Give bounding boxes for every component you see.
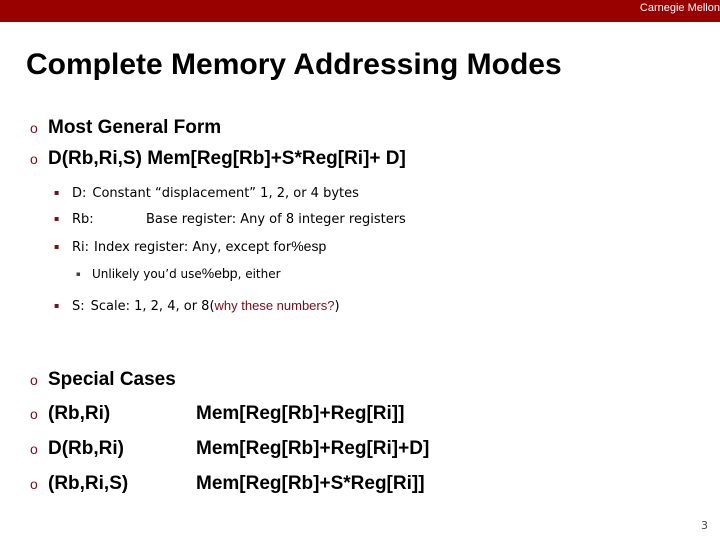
bullet-small-square-icon: ▪ [76,270,81,278]
open-paren: ( [209,299,215,314]
special-case-syntax: (Rb,Ri) [48,403,111,424]
register-esp: %esp [291,238,327,254]
detail-key-d: D: [72,186,87,201]
special-case-row: o (Rb,Ri,S) Mem[Reg[Rb]+S*Reg[Ri]] [30,472,425,496]
detail-scale: ▪ S: Scale: 1, 2, 4, or 8 ( why these nu… [54,296,340,318]
detail-key-s: S: [72,299,85,314]
bullet-general-form-syntax: o D(Rb,Ri,S) Mem[Reg[Rb]+S*Reg[Ri]+ D] [30,147,406,171]
special-cases-heading: Special Cases [48,369,176,390]
special-case-meaning: Mem[Reg[Rb]+Reg[Ri]+D] [196,438,430,459]
detail-text-s: Scale: 1, 2, 4, or 8 [90,299,210,314]
special-case-meaning: Mem[Reg[Rb]+Reg[Ri]] [196,403,405,424]
bullet-square-icon: ▪ [54,301,60,310]
bullet-circle-icon: o [30,476,38,492]
special-case-syntax: D(Rb,Ri) [48,438,124,459]
detail-nested-ebp-note: ▪ Unlikely you’d use %ebp , either [76,264,281,286]
organization-label: Carnegie Mellon [639,2,720,14]
bullet-circle-icon: o [30,441,38,457]
nested-note-suffix: , either [237,267,281,281]
bullet-square-icon: ▪ [54,214,60,223]
nested-note-prefix: Unlikely you’d use [92,267,202,281]
special-case-row: o (Rb,Ri) Mem[Reg[Rb]+Reg[Ri]] [30,402,404,426]
bullet-circle-icon: o [30,372,38,388]
detail-base-register: ▪ Rb: Base register: Any of 8 integer re… [54,210,406,231]
detail-key-rb: Rb: [72,212,94,227]
bullet-circle-icon: o [30,151,38,167]
detail-text-d: Constant “displacement” 1, 2, or 4 bytes [92,186,359,201]
close-paren: ) [334,299,340,314]
detail-text-ri: Index register: Any, except for [94,240,292,255]
special-case-row: o D(Rb,Ri) Mem[Reg[Rb]+Reg[Ri]+D] [30,437,429,461]
bullet-circle-icon: o [30,406,38,422]
bullet-most-general-form: o Most General Form [30,116,221,140]
page-title: Complete Memory Addressing Modes [26,48,562,81]
top-banner: Carnegie Mellon [0,0,720,22]
special-case-syntax: (Rb,Ri,S) [48,473,129,494]
page-number: 3 [701,519,708,532]
detail-displacement: ▪ D: Constant “displacement” 1, 2, or 4 … [54,184,359,205]
register-ebp: %ebp [201,265,238,281]
detail-key-ri: Ri: [72,240,90,255]
bullet-square-icon: ▪ [54,242,60,251]
scale-aside-note: why these numbers? [214,298,335,313]
special-case-meaning: Mem[Reg[Rb]+S*Reg[Ri]] [196,473,425,494]
bullet-square-icon: ▪ [54,188,60,197]
general-form-syntax: D(Rb,Ri,S) Mem[Reg[Rb]+S*Reg[Ri]+ D] [48,148,406,169]
general-form-heading: Most General Form [48,117,222,138]
detail-text-rb: Base register: Any of 8 integer register… [146,212,406,227]
detail-index-register: ▪ Ri: Index register: Any, except for %e… [54,236,326,259]
bullet-special-cases: o Special Cases [30,368,176,392]
bullet-circle-icon: o [30,120,38,136]
